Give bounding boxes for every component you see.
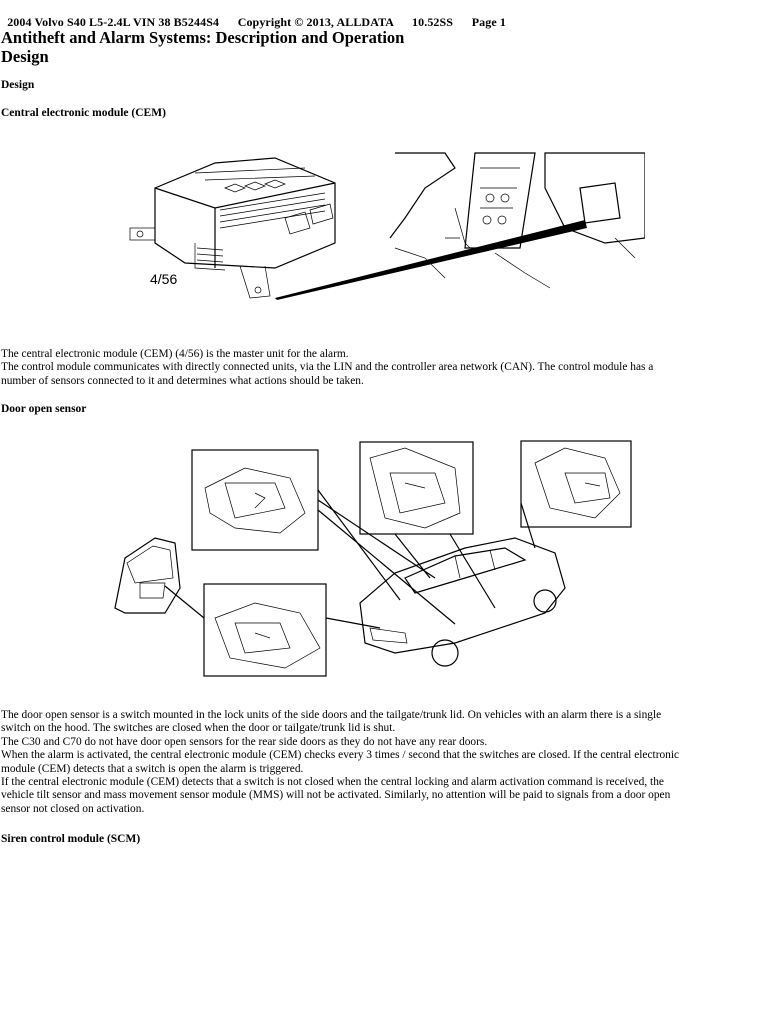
door-sensor-heading: Door open sensor bbox=[1, 403, 87, 415]
callout-box-rear-lock bbox=[359, 441, 474, 535]
door-sensor-illustration bbox=[114, 440, 632, 677]
title-line-1: Antitheft and Alarm Systems: Description… bbox=[1, 28, 405, 47]
header-page: Page 1 bbox=[471, 15, 506, 29]
door-text-line-7: vehicle tilt sensor and mass movement se… bbox=[1, 789, 671, 802]
cem-description: The central electronic module (CEM) (4/5… bbox=[1, 348, 767, 388]
design-heading: Design bbox=[1, 79, 35, 91]
door-text-line-8: sensor not closed on activation. bbox=[1, 802, 145, 815]
page-header: 2004 Volvo S40 L5-2.4L VIN 38 B5244S4 Co… bbox=[1, 0, 506, 30]
cem-text-line-3: number of sensors connected to it and de… bbox=[1, 374, 364, 387]
callout-box-trunk-lock bbox=[203, 583, 327, 677]
sedan-drawing bbox=[359, 537, 566, 667]
door-text-line-3: The C30 and C70 do not have door open se… bbox=[1, 735, 488, 748]
door-sensor-description: The door open sensor is a switch mounted… bbox=[1, 709, 767, 816]
dashboard-drawing bbox=[389, 152, 645, 289]
header-vehicle: 2004 Volvo S40 L5-2.4L VIN 38 B5244S4 bbox=[7, 15, 220, 29]
header-version: 10.52SS bbox=[412, 15, 454, 29]
title-line-2: Design bbox=[1, 47, 49, 66]
cem-heading: Central electronic module (CEM) bbox=[1, 107, 166, 119]
cem-illustration: 4/56 bbox=[129, 152, 645, 300]
cem-text-line-2: The control module communicates with dir… bbox=[1, 361, 654, 374]
callout-box-hood-switch bbox=[520, 440, 632, 528]
door-text-line-4: When the alarm is activated, the central… bbox=[1, 749, 680, 762]
callout-box-front-lock bbox=[191, 449, 319, 551]
door-text-line-2: switch on the hood. The switches are clo… bbox=[1, 722, 396, 735]
door-text-line-1: The door open sensor is a switch mounted… bbox=[1, 709, 662, 721]
tailgate-car-drawing bbox=[114, 537, 181, 614]
page-title: Antitheft and Alarm Systems: Description… bbox=[1, 28, 404, 66]
siren-heading: Siren control module (SCM) bbox=[1, 833, 141, 845]
header-copyright: Copyright © 2013, ALLDATA bbox=[237, 15, 394, 29]
callout-leader-lines bbox=[164, 489, 536, 629]
door-text-line-6: If the central electronic module (CEM) d… bbox=[1, 776, 664, 789]
cem-part-label: 4/56 bbox=[150, 271, 177, 287]
cem-leader-line bbox=[275, 220, 587, 300]
door-text-line-5: module (CEM) detects that a switch is op… bbox=[1, 762, 304, 775]
cem-module-drawing bbox=[129, 157, 336, 299]
cem-text-line-1: The central electronic module (CEM) (4/5… bbox=[1, 348, 349, 360]
